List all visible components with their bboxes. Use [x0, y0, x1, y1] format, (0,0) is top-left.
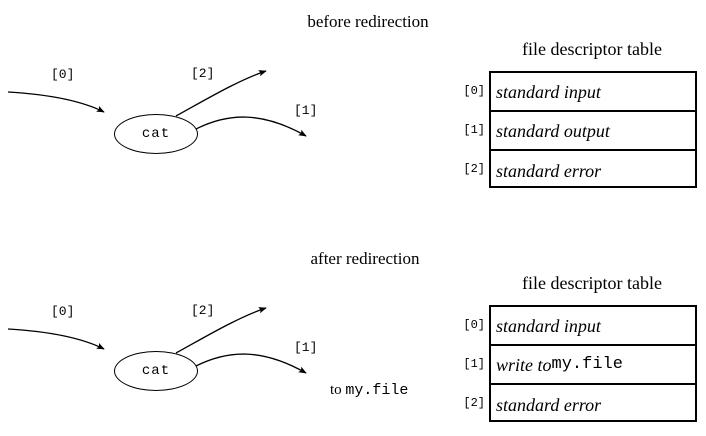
process-label-after: cat	[141, 363, 171, 379]
arrow-label-stdout-after: [1]	[294, 340, 318, 355]
fd-value-2-after: standard error	[496, 394, 602, 415]
fd-value-2-before: standard error	[496, 160, 602, 181]
fd-index-0-after: [0]	[463, 318, 485, 332]
fd-table-row: standard error	[491, 151, 695, 190]
fd-table-row: standard error	[491, 385, 695, 424]
fd-index-0-before: [0]	[463, 84, 485, 98]
fd-index-1-after: [1]	[463, 357, 485, 371]
arrow-label-stdin-before: [0]	[51, 67, 75, 82]
fd-table-row: standard output	[491, 112, 695, 151]
fd-index-2-after: [2]	[463, 396, 485, 410]
process-label-before: cat	[141, 126, 171, 142]
arrow-stdout-before	[195, 116, 307, 137]
redirect-target-filename: my.file	[345, 382, 409, 399]
fd-table-row: standard input	[491, 307, 695, 346]
redirect-target-caption: to my.file	[330, 381, 408, 400]
fd-table-row: write to my.file	[491, 346, 695, 385]
fd-index-1-before: [1]	[463, 123, 485, 137]
redirect-target-prefix: to	[330, 382, 346, 398]
section-title-after: after redirection	[310, 249, 420, 268]
arrow-stdin-before	[7, 91, 105, 113]
arrow-label-stdin-after: [0]	[51, 304, 75, 319]
fd-arrows-after	[7, 307, 307, 374]
arrow-stdin-after	[7, 328, 105, 350]
fd-index-2-before: [2]	[463, 162, 485, 176]
arrow-stdout-after	[195, 353, 307, 374]
arrow-stderr-before	[175, 70, 267, 117]
fd-table-before: standard input standard output standard …	[489, 71, 697, 188]
process-node-after: cat	[114, 351, 198, 391]
arrow-label-stdout-before: [1]	[294, 103, 318, 118]
fd-table-heading-after: file descriptor table	[522, 273, 662, 293]
section-title-before: before redirection	[307, 12, 429, 31]
fd-value-1-after: write to	[496, 354, 552, 375]
arrow-label-stderr-before: [2]	[191, 66, 215, 81]
fd-table-after: standard input write to my.file standard…	[489, 305, 697, 422]
process-node-before: cat	[114, 114, 198, 154]
fd-table-row: standard input	[491, 73, 695, 112]
fd-arrows-before	[7, 70, 307, 137]
fd-value-0-before: standard input	[496, 81, 601, 102]
fd-table-heading-before: file descriptor table	[522, 39, 662, 59]
fd-value-1-before: standard output	[496, 120, 610, 141]
fd-value-0-after: standard input	[496, 315, 601, 336]
arrow-stderr-after	[175, 307, 267, 354]
fd-value-1-filename-after: my.file	[551, 354, 623, 374]
arrow-label-stderr-after: [2]	[191, 303, 215, 318]
